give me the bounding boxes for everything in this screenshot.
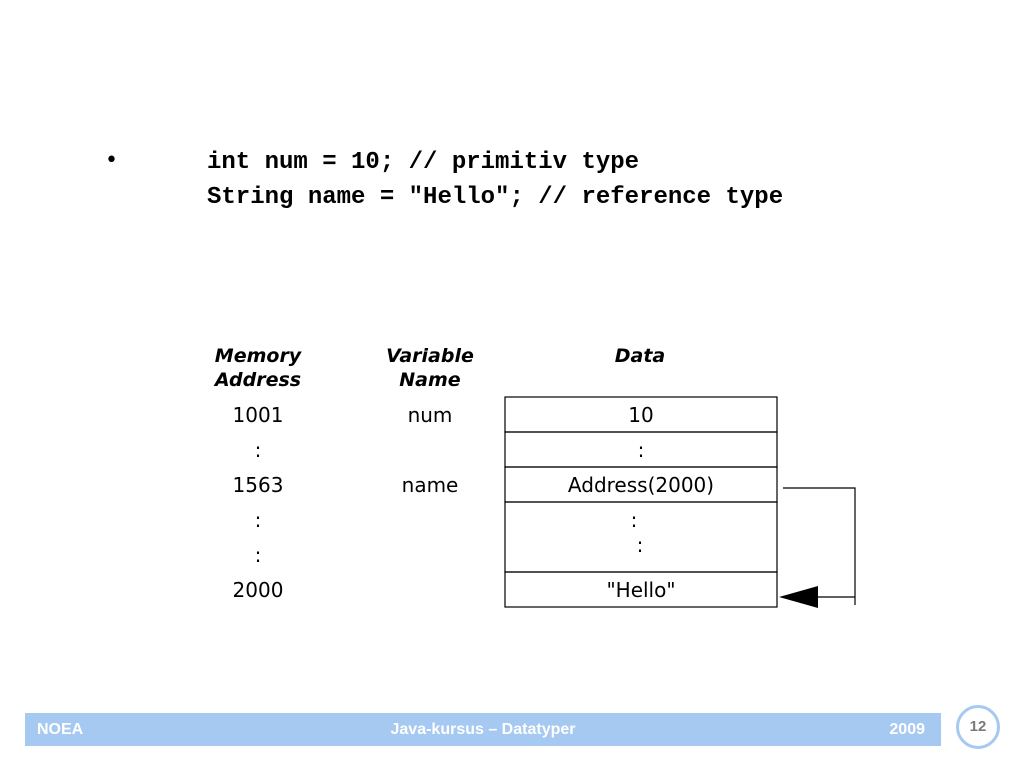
data-ellipsis-1: : <box>638 438 645 462</box>
header-variable-name-line2: Name <box>399 369 461 391</box>
data-value-address: Address(2000) <box>568 473 714 497</box>
memory-diagram: Memory Address Variable Name Data 1001 n… <box>180 335 880 625</box>
page-number: 12 <box>969 718 987 735</box>
address-1563: 1563 <box>233 473 284 497</box>
data-ellipsis-3: : <box>637 533 644 557</box>
address-1001: 1001 <box>233 403 284 427</box>
variable-num: num <box>408 403 453 427</box>
code-line-primitive: int num = 10; // primitiv type <box>207 149 640 176</box>
bullet-marker: • <box>105 148 118 173</box>
address-2000: 2000 <box>233 578 284 602</box>
address-ellipsis-3: : <box>255 543 262 567</box>
page-number-badge: 12 <box>956 705 1000 749</box>
data-ellipsis-2: : <box>631 508 638 532</box>
reference-arrow-line <box>783 487 856 605</box>
code-line-reference: String name = "Hello"; // reference type <box>207 184 784 211</box>
footer-course-title: Java-kursus – Datatyper <box>390 721 576 738</box>
address-ellipsis-1: : <box>255 438 262 462</box>
footer-organization: NOEA <box>37 721 84 738</box>
address-ellipsis-2: : <box>255 508 262 532</box>
footer-bar: NOEA Java-kursus – Datatyper 2009 <box>25 713 941 746</box>
header-data: Data <box>615 345 666 367</box>
reference-arrow-head <box>779 586 818 608</box>
data-cell-2000 <box>504 571 778 608</box>
data-value-hello: "Hello" <box>606 578 675 602</box>
header-memory-address-line1: Memory <box>215 345 303 367</box>
variable-name: name <box>402 473 459 497</box>
memory-diagram-svg: Memory Address Variable Name Data 1001 n… <box>213 345 856 608</box>
footer-year: 2009 <box>889 721 925 738</box>
header-memory-address-line2: Address <box>213 369 301 391</box>
data-value-10: 10 <box>628 403 653 427</box>
code-bullet-block: • int num = 10; // primitiv type String … <box>105 146 925 226</box>
header-variable-name-line1: Variable <box>386 345 474 367</box>
